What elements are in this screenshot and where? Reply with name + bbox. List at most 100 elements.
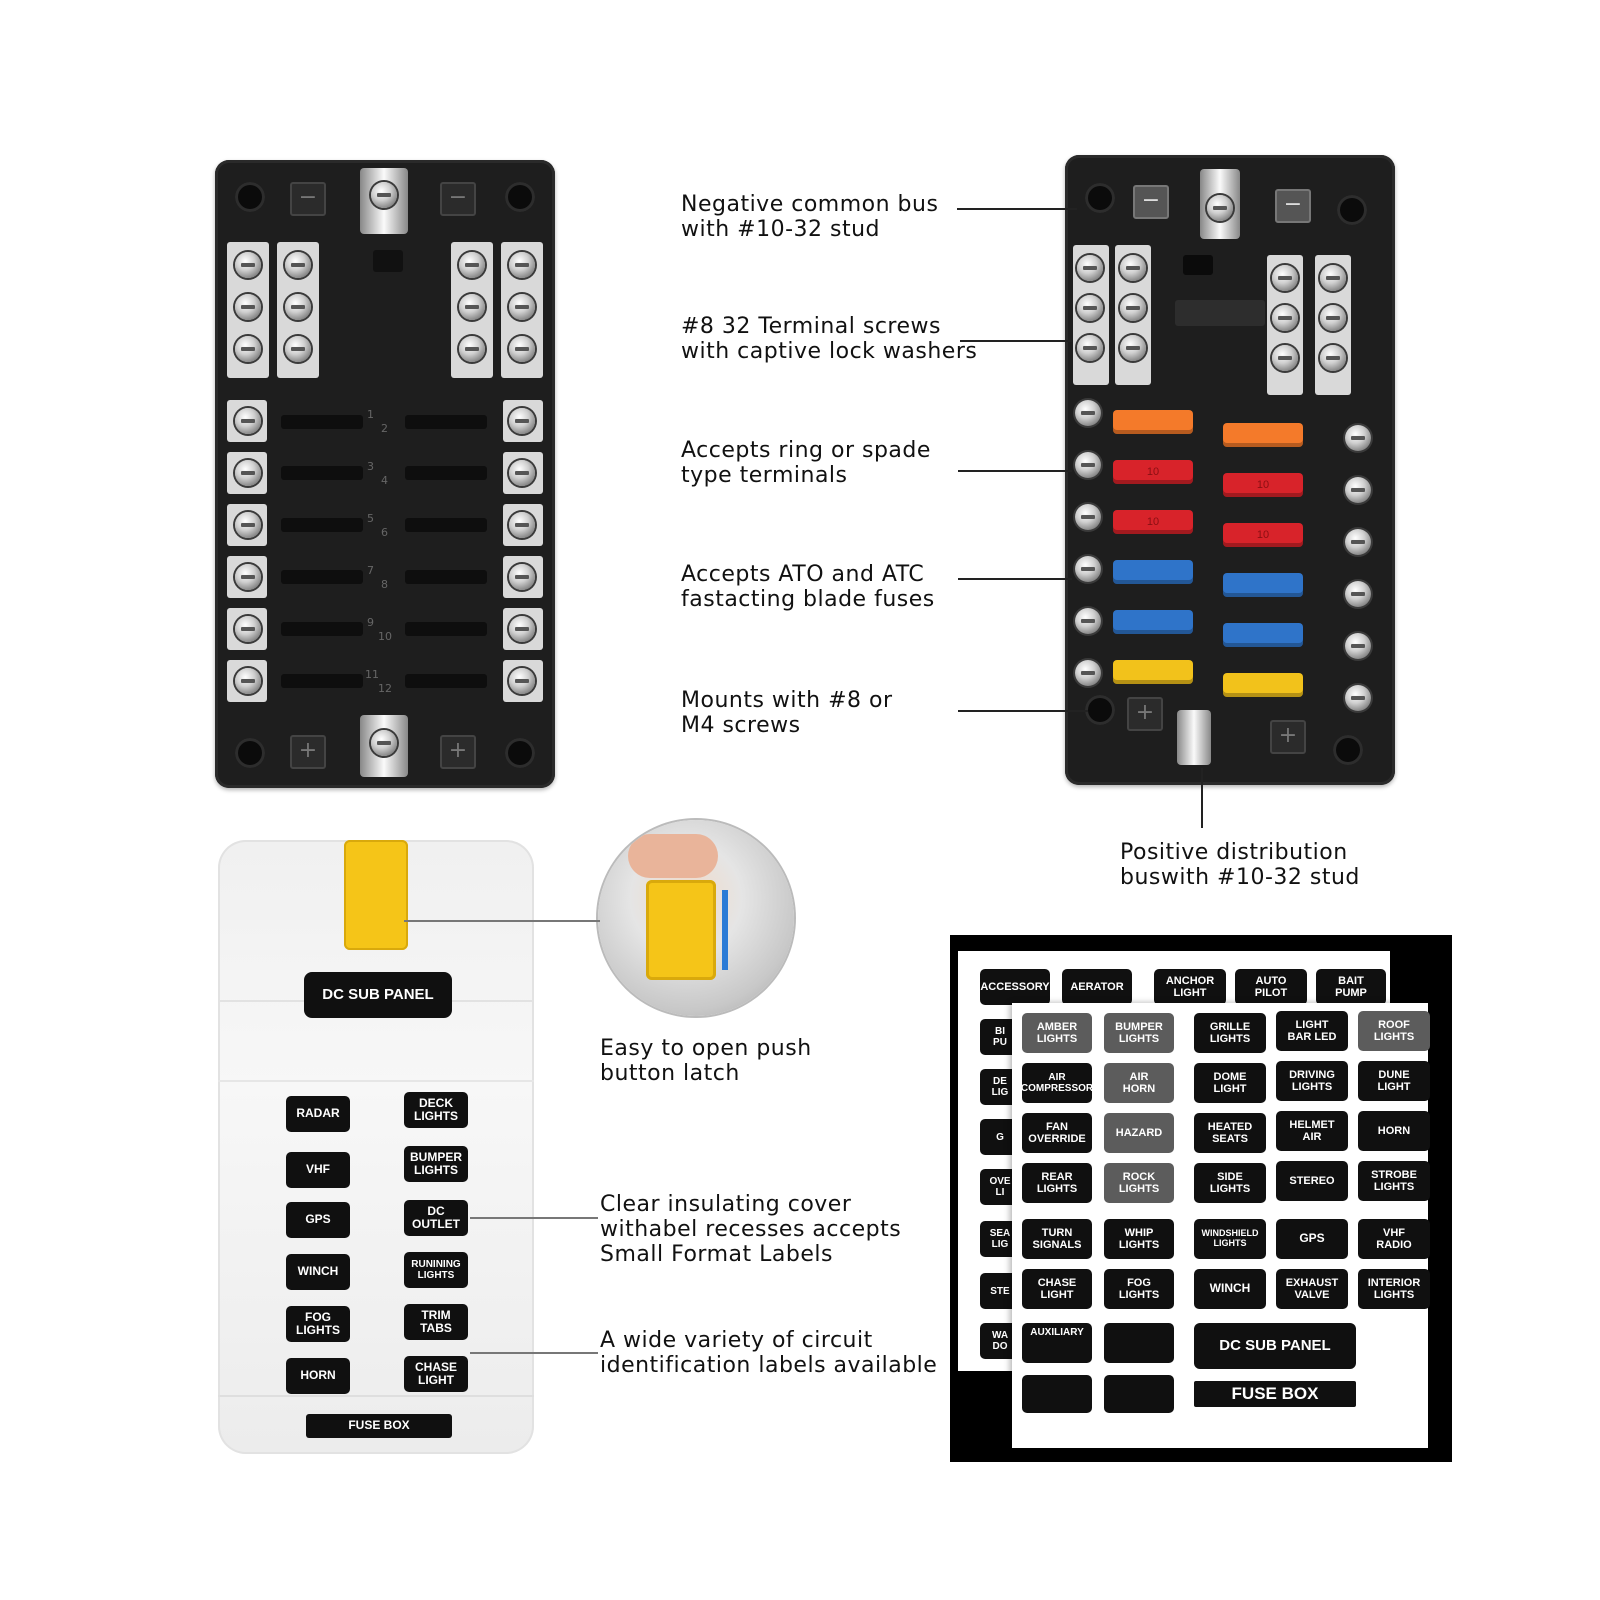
slot-number: 1 <box>367 408 374 421</box>
circuit-screw <box>1345 477 1371 503</box>
cover-label-winch: WINCH <box>286 1254 350 1290</box>
terminal-screw <box>1320 345 1346 371</box>
negative-marker: − <box>290 182 326 216</box>
sticker: DOME LIGHT <box>1194 1063 1266 1103</box>
circuit-screw <box>509 564 535 590</box>
sticker: ANCHOR LIGHT <box>1154 969 1226 1005</box>
sticker: WINDSHIELD LIGHTS <box>1194 1219 1266 1259</box>
terminal-screw <box>459 336 485 362</box>
sticker: DRIVING LIGHTS <box>1276 1061 1348 1101</box>
sticker: AIR HORN <box>1104 1063 1174 1103</box>
latch-button[interactable] <box>344 840 408 950</box>
sticker: FAN OVERRIDE <box>1022 1113 1092 1153</box>
circuit-screw <box>1075 400 1101 426</box>
terminal-screw <box>459 252 485 278</box>
mount-hole <box>1333 735 1363 765</box>
slot-number: 5 <box>367 512 374 525</box>
positive-marker: + <box>290 735 326 769</box>
terminal-screw <box>459 294 485 320</box>
leader-line <box>960 340 1072 342</box>
terminal-screw <box>1077 335 1103 361</box>
mount-hole <box>1085 695 1115 725</box>
sticker-auxiliary: AUXILIARY <box>1022 1323 1092 1363</box>
slot-number: 11 <box>365 668 379 681</box>
circuit-screw <box>1075 608 1101 634</box>
slot-number: 7 <box>367 564 374 577</box>
terminal-screw <box>509 336 535 362</box>
cover-label-dc-outlet: DC OUTLET <box>404 1200 468 1236</box>
terminal-screw <box>509 294 535 320</box>
sticker: GPS <box>1276 1219 1348 1259</box>
terminal-screw <box>285 252 311 278</box>
fuse-red: 10 <box>1113 510 1193 534</box>
sticker: FOG LIGHTS <box>1104 1269 1174 1309</box>
positive-bus-stud <box>1177 710 1211 765</box>
positive-marker: + <box>1270 720 1306 754</box>
stud-nut <box>371 730 397 756</box>
cover-label-horn: HORN <box>286 1358 350 1394</box>
terminal-screw <box>1077 295 1103 321</box>
circuit-screw <box>235 408 261 434</box>
terminal-screw <box>1120 335 1146 361</box>
sticker: LIGHT BAR LED <box>1276 1011 1348 1051</box>
circuit-screw <box>509 408 535 434</box>
sticker-dc-sub-panel: DC SUB PANEL <box>1194 1323 1356 1369</box>
terminal-screw <box>235 294 261 320</box>
terminal-screw <box>235 252 261 278</box>
sticker-blank <box>1104 1375 1174 1413</box>
sticker: AIR COMPRESSOR <box>1021 1063 1093 1103</box>
latch-closeup <box>598 820 794 1016</box>
sticker: WINCH <box>1194 1269 1266 1309</box>
slot-number: 3 <box>367 460 374 473</box>
circuit-screw <box>235 460 261 486</box>
circuit-screw <box>235 564 261 590</box>
leader-line <box>958 578 1072 580</box>
circuit-screw <box>509 616 535 642</box>
sticker: AERATOR <box>1062 969 1132 1005</box>
slot-number: 2 <box>381 422 388 435</box>
terminal-screw <box>1120 295 1146 321</box>
fuse-block-top-view: − − <box>215 160 555 788</box>
circuit-screw <box>1075 660 1101 686</box>
clear-cover: DC SUB PANEL RADAR VHF GPS WINCH FOG LIG… <box>218 840 534 1454</box>
terminal-screw <box>235 336 261 362</box>
indicator-window <box>1183 255 1213 275</box>
cover-label-running-lights: RUNINING LIGHTS <box>404 1252 468 1288</box>
cover-label-trim-tabs: TRIM TABS <box>404 1304 468 1340</box>
sticker: HAZARD <box>1104 1113 1174 1153</box>
terminal-screw <box>285 336 311 362</box>
circuit-screw <box>235 616 261 642</box>
fuse-red: 10 <box>1113 460 1193 484</box>
cover-label-fog-lights: FOG LIGHTS <box>286 1306 350 1342</box>
leader-line <box>957 208 1077 210</box>
slot-number: 6 <box>381 526 388 539</box>
circuit-screw <box>1075 504 1101 530</box>
slot-number: 12 <box>378 682 392 695</box>
fuse-blue <box>1113 610 1193 634</box>
sticker: ROCK LIGHTS <box>1104 1163 1174 1203</box>
cover-header-label: DC SUB PANEL <box>304 972 452 1018</box>
fuse-block-loaded: − − 10 10 10 10 + + <box>1065 155 1395 785</box>
sticker: BAIT PUMP <box>1316 969 1386 1005</box>
leader-line <box>404 920 600 922</box>
sticker: HELMET AIR <box>1276 1111 1348 1151</box>
sticker: SIDE LIGHTS <box>1194 1163 1266 1203</box>
cover-label-gps: GPS <box>286 1202 350 1238</box>
mount-hole <box>235 738 265 768</box>
sticker-blank <box>1022 1375 1092 1413</box>
positive-marker: + <box>440 735 476 769</box>
slot-number: 4 <box>381 474 388 487</box>
fuse-blue <box>1223 573 1303 597</box>
sticker: WHIP LIGHTS <box>1104 1219 1174 1259</box>
terminal-screw <box>1320 265 1346 291</box>
negative-marker: − <box>1275 189 1311 223</box>
circuit-screw <box>235 668 261 694</box>
circuit-screw <box>1345 581 1371 607</box>
